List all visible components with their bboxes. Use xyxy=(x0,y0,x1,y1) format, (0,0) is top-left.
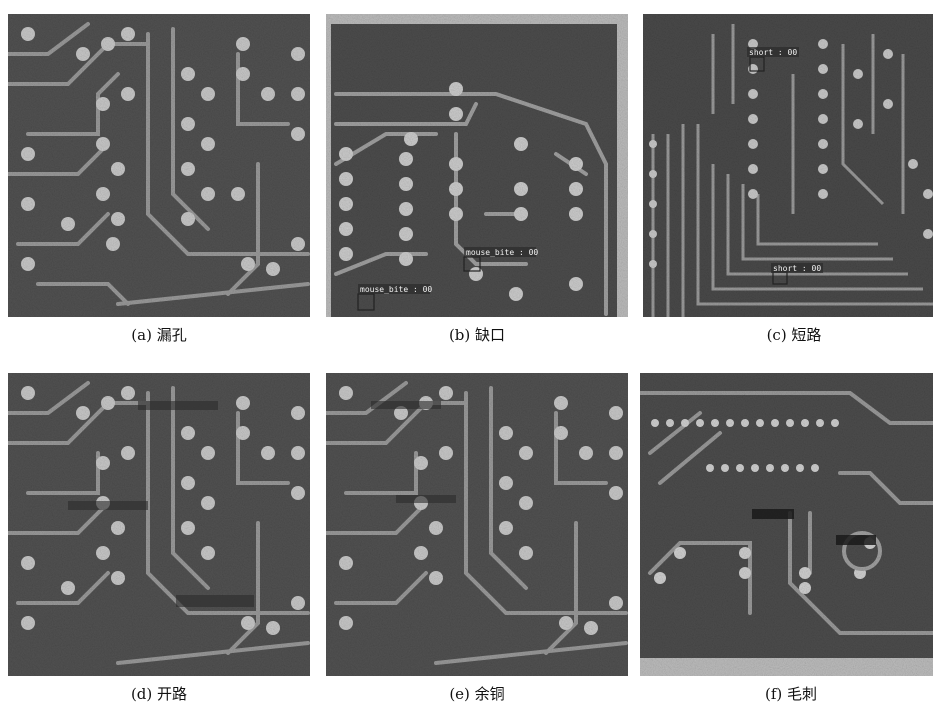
detection-box-d3 xyxy=(176,595,254,607)
detection-box-b2: mouse_bite : 00 xyxy=(357,284,432,311)
detection-box-c1: short : 00 xyxy=(747,47,799,72)
panel-c-caption: (c) 短路 xyxy=(766,326,822,344)
panel-f-caption: (f) 毛刺 xyxy=(764,685,818,703)
detection-box-d1 xyxy=(138,401,218,410)
panel-d-caption: (d) 开路 xyxy=(130,685,188,703)
panel-a-caption: (a) 漏孔 xyxy=(131,326,187,344)
panel-d-image xyxy=(8,373,310,676)
panel-f-image xyxy=(640,373,933,676)
detection-box-b1: mouse_bite : 00 xyxy=(463,247,538,272)
panel-a-image xyxy=(8,14,310,317)
detection-box-f1 xyxy=(752,509,794,519)
detection-label-c2: short : 00 xyxy=(773,264,821,273)
detection-box-f2 xyxy=(836,535,876,545)
detection-box-d2 xyxy=(68,501,148,510)
panel-e-image xyxy=(326,373,628,676)
detection-label-b2: mouse_bite : 00 xyxy=(360,285,432,294)
panel-b-image: mouse_bite : 00 mouse_bite : 00 xyxy=(326,14,628,317)
detection-box-e1 xyxy=(371,401,441,409)
panel-b-caption: (b) 缺口 xyxy=(448,326,506,344)
detection-box-c2: short : 00 xyxy=(771,263,823,285)
panel-c-image: short : 00 short : 00 xyxy=(643,14,933,317)
detection-label-b1: mouse_bite : 00 xyxy=(466,248,538,257)
panel-e-caption: (e) 余铜 xyxy=(449,685,505,703)
detection-label-c1: short : 00 xyxy=(749,48,797,57)
detection-box-e2 xyxy=(396,495,456,503)
